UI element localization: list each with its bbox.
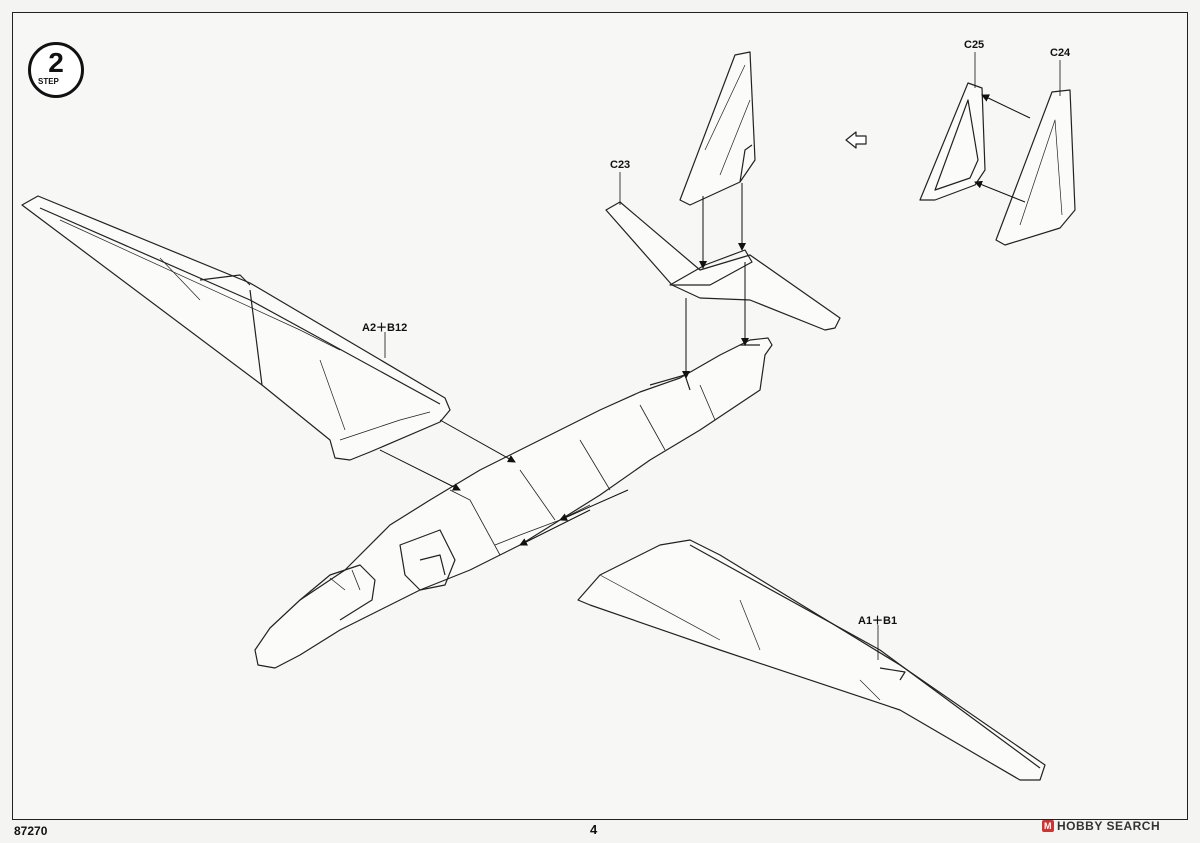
product-code: 87270 — [14, 824, 48, 838]
part-c24 — [995, 89, 1076, 246]
page-number: 4 — [590, 822, 598, 837]
vertical-fin — [679, 51, 756, 206]
label-c23: C23 — [610, 159, 631, 171]
left-wing — [21, 195, 451, 461]
leader-lines — [384, 52, 1061, 660]
label-left-wing: A2＋B12 — [362, 322, 408, 334]
part-c25 — [919, 82, 986, 201]
right-wing — [577, 539, 1046, 781]
watermark-icon: M — [1042, 820, 1054, 832]
assembly-arrows — [379, 94, 1031, 546]
insert-arrow-icon — [845, 131, 867, 149]
label-right-wing: A1＋B1 — [858, 615, 898, 627]
watermark-text: HOBBY SEARCH — [1057, 819, 1161, 833]
label-c24: C24 — [1050, 47, 1071, 59]
step-word: STEP — [38, 77, 59, 86]
label-c25: C25 — [964, 39, 985, 51]
horizontal-stabilizer — [605, 201, 841, 331]
step-badge: 2 STEP — [28, 42, 84, 98]
fuselage — [254, 337, 773, 669]
step-number: 2 — [48, 47, 64, 78]
